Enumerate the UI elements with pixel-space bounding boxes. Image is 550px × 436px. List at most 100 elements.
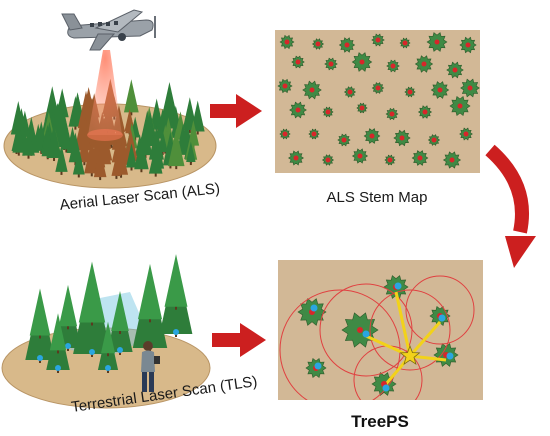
trunk [99, 176, 102, 181]
conifer-tree [123, 79, 139, 113]
tls-stem-marker [314, 362, 322, 370]
conifer-tree [55, 144, 68, 172]
tls-stem-marker [65, 343, 71, 349]
trunk [149, 318, 151, 323]
conifer-tree [93, 149, 107, 178]
stem-marker [463, 131, 469, 137]
trunk [161, 150, 164, 155]
stem-marker [295, 107, 301, 113]
search-radius-circle [405, 275, 475, 345]
stem-marker [375, 37, 381, 43]
conifer-tree [12, 124, 26, 153]
stem-marker [315, 41, 321, 47]
conifer-tree [134, 136, 149, 170]
tls-stem-marker [310, 304, 318, 312]
conifer-tree [148, 143, 163, 174]
trunk [83, 161, 86, 166]
tls-stem-marker [105, 365, 111, 371]
trunk [115, 174, 118, 179]
trunk [110, 143, 113, 148]
trunk [188, 129, 191, 134]
stem-marker [325, 109, 331, 115]
stem-marker [284, 39, 290, 45]
trunk [65, 148, 68, 153]
stem-marker [344, 42, 350, 48]
match-vector [408, 321, 442, 357]
stem-marker [295, 59, 301, 65]
trunk [196, 130, 199, 135]
conifer-tree [22, 127, 35, 156]
tls-stem-marker [55, 365, 61, 371]
conifer-tree [100, 321, 116, 354]
trunk [119, 330, 121, 334]
trunk [27, 154, 30, 159]
treeps-caption: TreePS [351, 412, 409, 431]
trunk [39, 334, 41, 339]
trunk [140, 168, 143, 173]
als-scene [3, 9, 217, 189]
conifer-tree [46, 123, 62, 159]
trunk [169, 164, 172, 169]
conifer-tree [77, 133, 91, 163]
trunk [60, 170, 63, 175]
stem-marker [282, 83, 288, 89]
match-vector [409, 354, 447, 362]
trunk [154, 172, 157, 177]
trunk [74, 125, 77, 130]
tls-stem-marker [117, 347, 123, 353]
stem-marker [422, 109, 428, 115]
stem-marker [328, 61, 334, 67]
stem-marker [402, 40, 408, 46]
trunk [189, 161, 192, 166]
stem-marker [465, 42, 471, 48]
trunk [130, 111, 133, 116]
laser-beam-icon [88, 50, 122, 135]
trunk [175, 165, 178, 170]
arrow-tls-to-treeps [212, 323, 266, 357]
als-stem-map-panel [275, 30, 480, 173]
stem-marker [359, 105, 365, 111]
trunk [175, 305, 177, 310]
tls-stem-marker [446, 352, 454, 360]
conifer-tree [164, 254, 188, 307]
stem-marker [390, 63, 396, 69]
stem-marker [387, 157, 393, 163]
stem-marker [375, 85, 381, 91]
stem-marker [347, 89, 353, 95]
stem-marker [325, 157, 331, 163]
stem-marker [449, 157, 455, 163]
stem-marker [421, 61, 427, 67]
conifer-tree [84, 139, 100, 174]
conifer-tree [49, 313, 67, 351]
stem-marker [311, 131, 317, 137]
stem-marker [431, 137, 437, 143]
treeps-panel [278, 260, 483, 400]
stem-marker [357, 153, 363, 159]
airplane-icon [61, 9, 156, 51]
conifer-tree [58, 284, 78, 327]
stem-marker [407, 89, 413, 95]
conifer-tree [137, 263, 163, 320]
stem-marker [282, 131, 288, 137]
conifer-tree [29, 288, 51, 336]
stem-marker [417, 155, 423, 161]
stem-marker [437, 87, 443, 93]
tls-stem-marker [382, 384, 390, 392]
tls-forest [25, 254, 193, 373]
tls-stem-marker [438, 314, 446, 322]
stem-marker [457, 103, 463, 109]
conifer-tree [76, 117, 92, 151]
conifer-tree [126, 143, 137, 168]
stem-marker [434, 39, 440, 45]
stem-marker [369, 133, 375, 139]
stem-map-caption: ALS Stem Map [327, 189, 428, 206]
treeps-layer [279, 275, 475, 400]
stem-marker [293, 155, 299, 161]
trunk [53, 157, 56, 162]
treeps-matching [279, 275, 475, 400]
tls-stem-marker [173, 329, 179, 335]
als-stem-marker [357, 327, 363, 333]
conifer-tree [68, 96, 83, 127]
conifer-tree [72, 148, 85, 175]
person-icon [141, 341, 160, 392]
